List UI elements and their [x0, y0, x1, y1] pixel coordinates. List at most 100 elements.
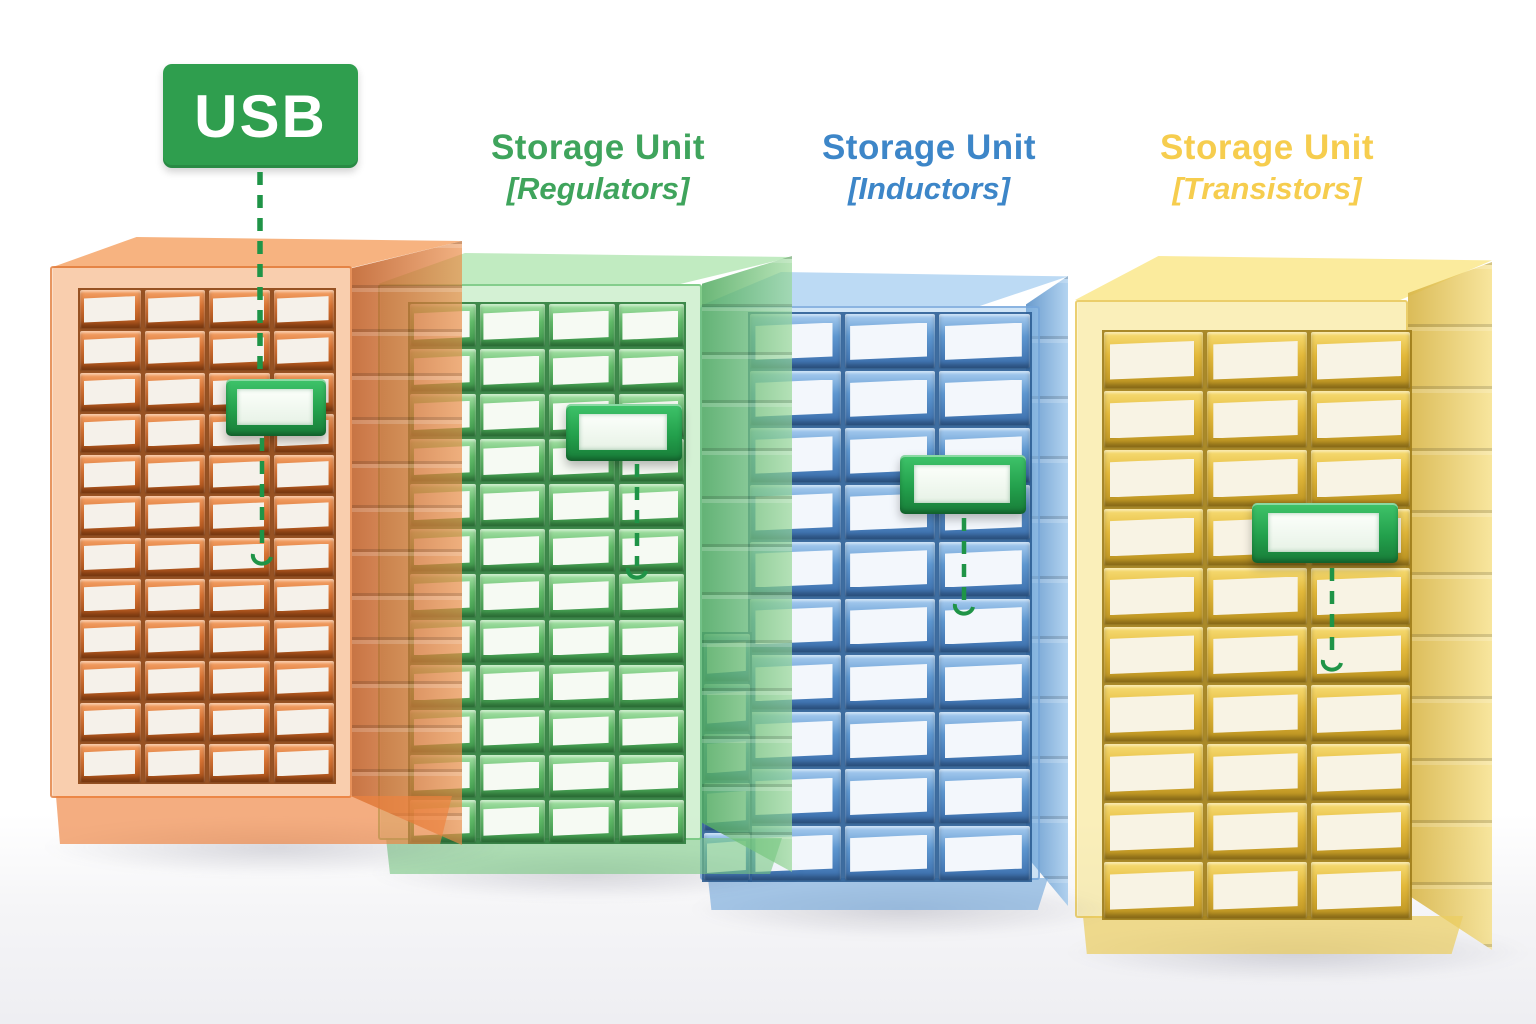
- drawer-cell: [1207, 862, 1307, 918]
- drawer-cell: [273, 290, 334, 329]
- drawer-face: [1213, 635, 1298, 675]
- drawer-face: [212, 749, 265, 777]
- drawer-cell: [1104, 744, 1204, 801]
- usb-tag: USB: [163, 64, 358, 168]
- drawer-face: [1213, 871, 1298, 910]
- drawer-cell: [844, 541, 936, 596]
- drawer-cell: [144, 743, 205, 782]
- drawer-cell: [144, 702, 205, 741]
- drawer-face: [622, 716, 679, 746]
- drawer-cell: [1104, 390, 1204, 447]
- drawer-cell: [209, 496, 270, 535]
- drawer-cell: [144, 455, 205, 494]
- drawer-face: [944, 550, 1022, 588]
- drawer-cell: [939, 826, 1030, 880]
- drawer-cell: [209, 290, 270, 329]
- drawer-side-stripes: [702, 256, 792, 872]
- drawer-cell: [80, 331, 141, 370]
- drawer-face: [1109, 753, 1195, 792]
- drawer-cell: [1310, 626, 1410, 683]
- label-inductors: Storage Unit [Inductors]: [769, 128, 1089, 207]
- drawer-face: [277, 337, 329, 364]
- drawer-face: [83, 378, 136, 406]
- drawer-face: [622, 355, 679, 385]
- drawer-cell: [1104, 626, 1204, 683]
- drawer-face: [622, 761, 679, 791]
- cabinet-base: [56, 796, 452, 844]
- drawer-cell: [549, 304, 615, 347]
- drawer-face: [277, 708, 329, 736]
- drawer-face: [483, 491, 540, 521]
- drawer-face: [1316, 635, 1402, 675]
- drawer-cell: [844, 712, 936, 767]
- drawer-cell: [1104, 508, 1204, 565]
- drawer-cell: [1104, 332, 1204, 388]
- drawer-face: [552, 626, 609, 656]
- drawer-cell: [209, 743, 270, 782]
- cabinet-right-face: [702, 256, 792, 872]
- drawer-face: [1109, 399, 1195, 439]
- drawer-cell: [1310, 567, 1410, 624]
- drawer-cell: [1104, 449, 1204, 506]
- drawer-cell: [273, 661, 334, 700]
- drawer-cell: [1207, 567, 1307, 624]
- drawer-cell: [144, 331, 205, 370]
- drawer-face: [277, 749, 329, 777]
- drawer-cell: [939, 370, 1030, 425]
- cabinet-base: [1083, 916, 1463, 954]
- drawer-face: [552, 491, 609, 521]
- drawer-cell: [209, 331, 270, 370]
- drawer-cell: [549, 754, 615, 797]
- drawer-face: [148, 378, 200, 406]
- drawer-face: [1109, 576, 1195, 616]
- drawer-cell: [844, 826, 936, 880]
- drawer-cell: [549, 664, 615, 707]
- drawer-cell: [844, 655, 936, 710]
- drawer-face: [1109, 812, 1195, 851]
- drawer-face: [552, 355, 609, 385]
- drawer-cell: [209, 620, 270, 659]
- drawer-cell: [479, 574, 545, 617]
- drawer-cell: [80, 372, 141, 411]
- drawer-face: [148, 584, 200, 612]
- storage-unit-title: Storage Unit: [821, 128, 1037, 167]
- storage-unit-subtitle: [Regulators]: [506, 171, 690, 207]
- drawer-face: [212, 626, 265, 653]
- drawer-face: [148, 502, 200, 529]
- drawer-face: [277, 543, 329, 571]
- drawer-cell: [1104, 685, 1204, 742]
- drawer-cell: [273, 496, 334, 535]
- drawer-face: [622, 806, 679, 836]
- drawer-cell: [144, 413, 205, 452]
- drawer-side-stripes: [1408, 262, 1492, 950]
- drawer-face: [944, 720, 1022, 759]
- drawer-cell: [939, 598, 1030, 653]
- drawer-cell: [144, 372, 205, 411]
- drawer-face: [944, 379, 1022, 417]
- drawer-cell: [479, 484, 545, 527]
- drawer-cell: [844, 370, 936, 425]
- drawer-cell: [273, 331, 334, 370]
- drawer-cell: [549, 574, 615, 617]
- drawer-cell: [1104, 803, 1204, 860]
- drawer-face: [1316, 399, 1402, 439]
- drawer-cell: [209, 578, 270, 617]
- drawer-face: [850, 607, 928, 645]
- cabinet-right-face: [1026, 276, 1068, 906]
- drawer-cell: [549, 349, 615, 392]
- drawer-face: [850, 834, 928, 872]
- drawer-face: [552, 806, 609, 836]
- drawer-face: [944, 607, 1022, 645]
- highlight-drawer-pane: [913, 465, 1010, 503]
- drawer-face: [1316, 871, 1402, 910]
- drawer-cell: [209, 702, 270, 741]
- drawer-face: [212, 584, 265, 612]
- drawer-face: [1109, 694, 1195, 733]
- drawer-face: [483, 536, 540, 566]
- drawer-cell: [479, 304, 545, 347]
- drawer-cell: [618, 754, 684, 797]
- drawer-face: [622, 671, 679, 701]
- drawer-face: [944, 777, 1022, 816]
- drawer-cell: [618, 349, 684, 392]
- storage-unit-subtitle: [Inductors]: [848, 171, 1010, 207]
